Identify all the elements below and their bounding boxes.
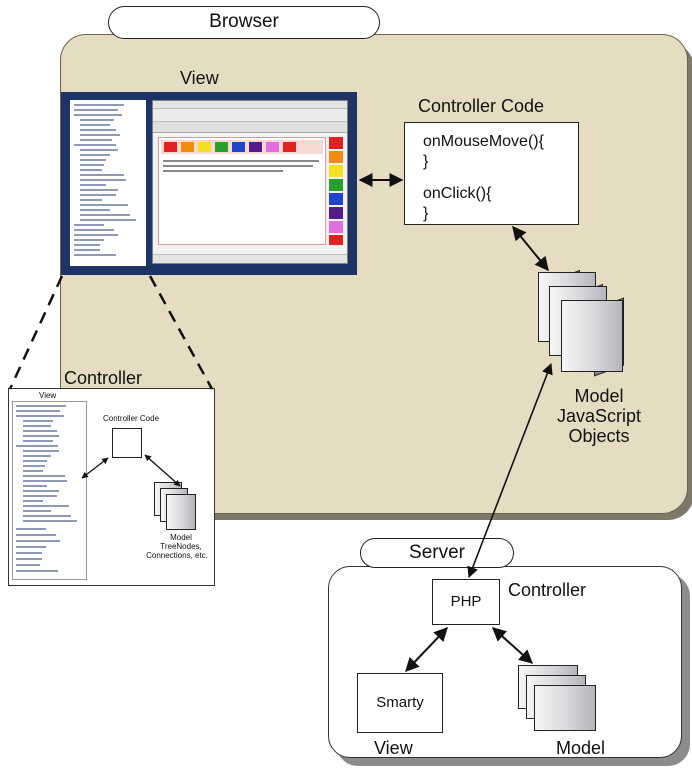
inset-model-label: Model [170,533,192,542]
color-palette-column [329,137,343,245]
browser-title: Browser [108,6,380,39]
zoom-line-left [8,275,64,390]
view-app-window [152,100,348,264]
controller-model-arrow [512,225,549,272]
server-controller-label: Controller [508,580,587,600]
inset-view-code-arrow [81,457,109,479]
smarty-box: Smarty [357,673,443,733]
inset-model-label: TreeNodes, [160,542,202,551]
model-label: Model [574,386,624,406]
zoom-line-right [148,275,214,390]
view-title: View [180,68,219,88]
inset-view-label: View [39,391,57,400]
color-palette-row [161,140,323,154]
model-php-arrow [467,362,553,579]
controller-code-box: onMouseMove(){ } onClick(){ } [404,122,579,225]
controller-inset: View Controller Code [8,388,215,586]
code-line: } [423,153,429,170]
inset-title: Controller [64,368,143,388]
inset-model-label: Connections, etc. [146,551,208,560]
model-label: JavaScript [556,406,642,426]
php-box: PHP [432,579,500,625]
php-smarty-arrow [405,626,448,673]
inset-code-model-arrow [144,454,181,487]
php-model-arrow [491,627,534,664]
server-view-label: View [374,738,413,758]
inset-controller-code-label: Controller Code [103,414,160,423]
code-line: onMouseMove(){ [423,133,544,150]
server-model-label: Model [556,738,606,758]
app-content-area [158,137,326,245]
controller-code-title: Controller Code [418,96,545,116]
inset-tree-panel [12,401,87,580]
code-line: onClick(){ [423,185,492,202]
inset-controller-code-box [112,428,142,458]
code-line: } [423,205,429,222]
model-label: Objects [568,426,630,446]
view-tree-panel [70,100,146,266]
